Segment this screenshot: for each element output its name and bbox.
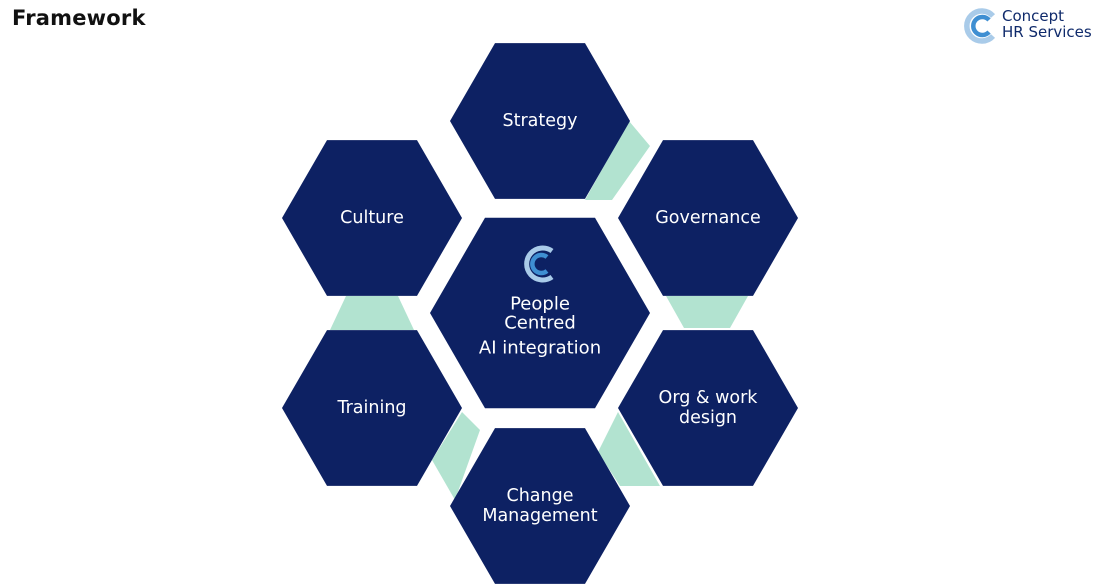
- node-org-work-design-label-line-2: design: [679, 408, 737, 428]
- node-governance: Governance: [618, 140, 798, 296]
- hexagon-org-work-design: [618, 330, 798, 486]
- node-training: Training: [282, 330, 462, 486]
- node-change-management-label-line-1: Change: [506, 486, 573, 506]
- hexagon-center: [430, 217, 650, 409]
- hexagon-culture: [282, 140, 462, 296]
- logo-text-line2: HR Services: [1002, 23, 1092, 41]
- connector-training-change: [432, 412, 480, 500]
- logo-text-line1: Concept: [1002, 7, 1065, 25]
- center-logo-icon: [524, 245, 554, 283]
- node-org-work-design-label-line-1: Org & work: [659, 388, 759, 408]
- node-culture: Culture: [282, 140, 462, 296]
- hexagon-training: [282, 330, 462, 486]
- hexagon-governance: [618, 140, 798, 296]
- connector-governance-org: [666, 296, 748, 328]
- hexagon-strategy: [450, 43, 630, 199]
- slide-title: Framework: [12, 6, 146, 30]
- node-culture-label-line-1: Culture: [340, 208, 404, 228]
- connector-strategy-governance: [585, 121, 650, 200]
- node-center-label-line-1: People: [510, 294, 570, 315]
- node-strategy: Strategy: [450, 43, 630, 199]
- node-governance-label-line-1: Governance: [655, 208, 761, 228]
- logo-text: Concept HR Services: [1002, 8, 1092, 40]
- node-center-label-line-3: AI integration: [479, 338, 601, 359]
- node-center-label-line-2: Centred: [504, 313, 576, 334]
- connector-layer: [330, 121, 748, 500]
- hexagon-change-management: [450, 428, 630, 584]
- connector-culture-training: [330, 296, 414, 330]
- node-strategy-label-line-1: Strategy: [503, 111, 578, 131]
- logo-mark-icon: [964, 8, 996, 44]
- node-change-management-label-line-2: Management: [482, 506, 597, 526]
- node-training-label-line-1: Training: [336, 398, 406, 418]
- connector-org-change: [598, 412, 660, 486]
- company-logo: Concept HR Services: [962, 6, 1098, 46]
